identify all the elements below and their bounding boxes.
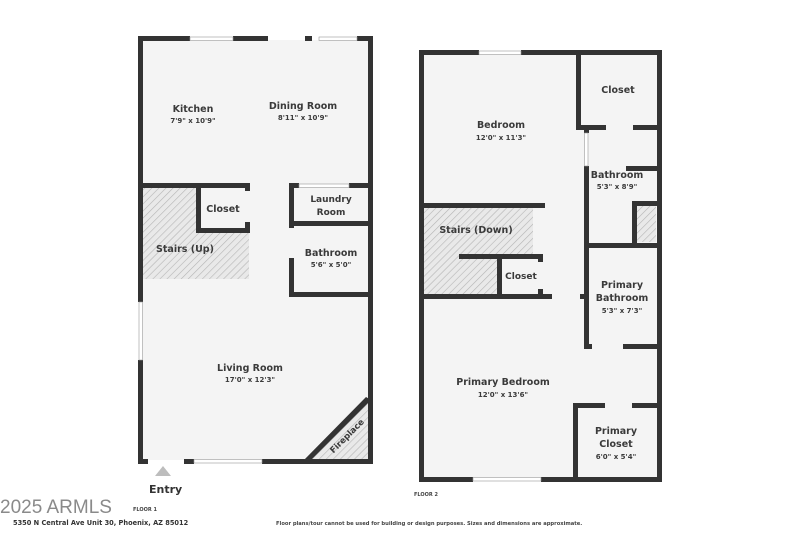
room-label-living-room: Living Room — [217, 363, 283, 374]
room-label-closet-f1: Closet — [206, 204, 240, 215]
floor-2-label: FLOOR 2 — [414, 492, 438, 498]
room-label-bathroom-f1: Bathroom — [305, 248, 358, 259]
room-dims-bathroom-f2: 5'3" x 8'9" — [597, 183, 637, 191]
room-label-stairs-down: Stairs (Down) — [439, 225, 512, 236]
room-dims-primary-closet: 6'0" x 5'4" — [596, 453, 636, 461]
address: 5350 N Central Ave Unit 30, Phoenix, AZ … — [13, 519, 189, 527]
room-dims-primary-bathroom: 5'3" x 7'3" — [602, 307, 642, 315]
room-label-bathroom-f2: Bathroom — [591, 170, 644, 181]
room-label-primary-bathroom-2: Bathroom — [596, 293, 649, 304]
room-label-primary-bedroom: Primary Bedroom — [456, 377, 550, 388]
room-dims-dining-room: 8'11" x 10'9" — [278, 114, 328, 122]
room-label-primary-closet: Primary — [595, 426, 638, 437]
room-label-closet-f2-mid: Closet — [505, 272, 537, 282]
room-label-laundry: Laundry — [310, 195, 352, 205]
entry-label: Entry — [149, 483, 183, 496]
room-label-dining-room: Dining Room — [269, 101, 337, 112]
disclaimer: Floor plans/tour cannot be used for buil… — [276, 521, 583, 527]
entry-arrow-icon — [155, 466, 171, 476]
watermark: 2025 ARMLS — [0, 497, 112, 518]
room-label-laundry-2: Room — [317, 208, 346, 218]
room-label-primary-bathroom: Primary — [601, 280, 644, 291]
room-dims-bedroom: 12'0" x 11'3" — [476, 134, 526, 142]
room-label-kitchen: Kitchen — [173, 104, 214, 115]
room-label-closet-f2-top: Closet — [601, 85, 635, 96]
room-dims-kitchen: 7'9" x 10'9" — [170, 117, 215, 125]
room-label-bedroom: Bedroom — [477, 120, 525, 131]
floor-1-label: FLOOR 1 — [133, 507, 157, 513]
room-dims-bathroom-f1: 5'6" x 5'0" — [311, 261, 351, 269]
room-dims-living-room: 17'0" x 12'3" — [225, 376, 275, 384]
room-label-primary-closet-2: Closet — [599, 439, 633, 450]
room-dims-primary-bedroom: 12'0" x 13'6" — [478, 391, 528, 399]
floor-2-plan — [419, 50, 662, 482]
floor-1-plan — [138, 36, 373, 476]
room-label-stairs-up: Stairs (Up) — [156, 244, 214, 255]
